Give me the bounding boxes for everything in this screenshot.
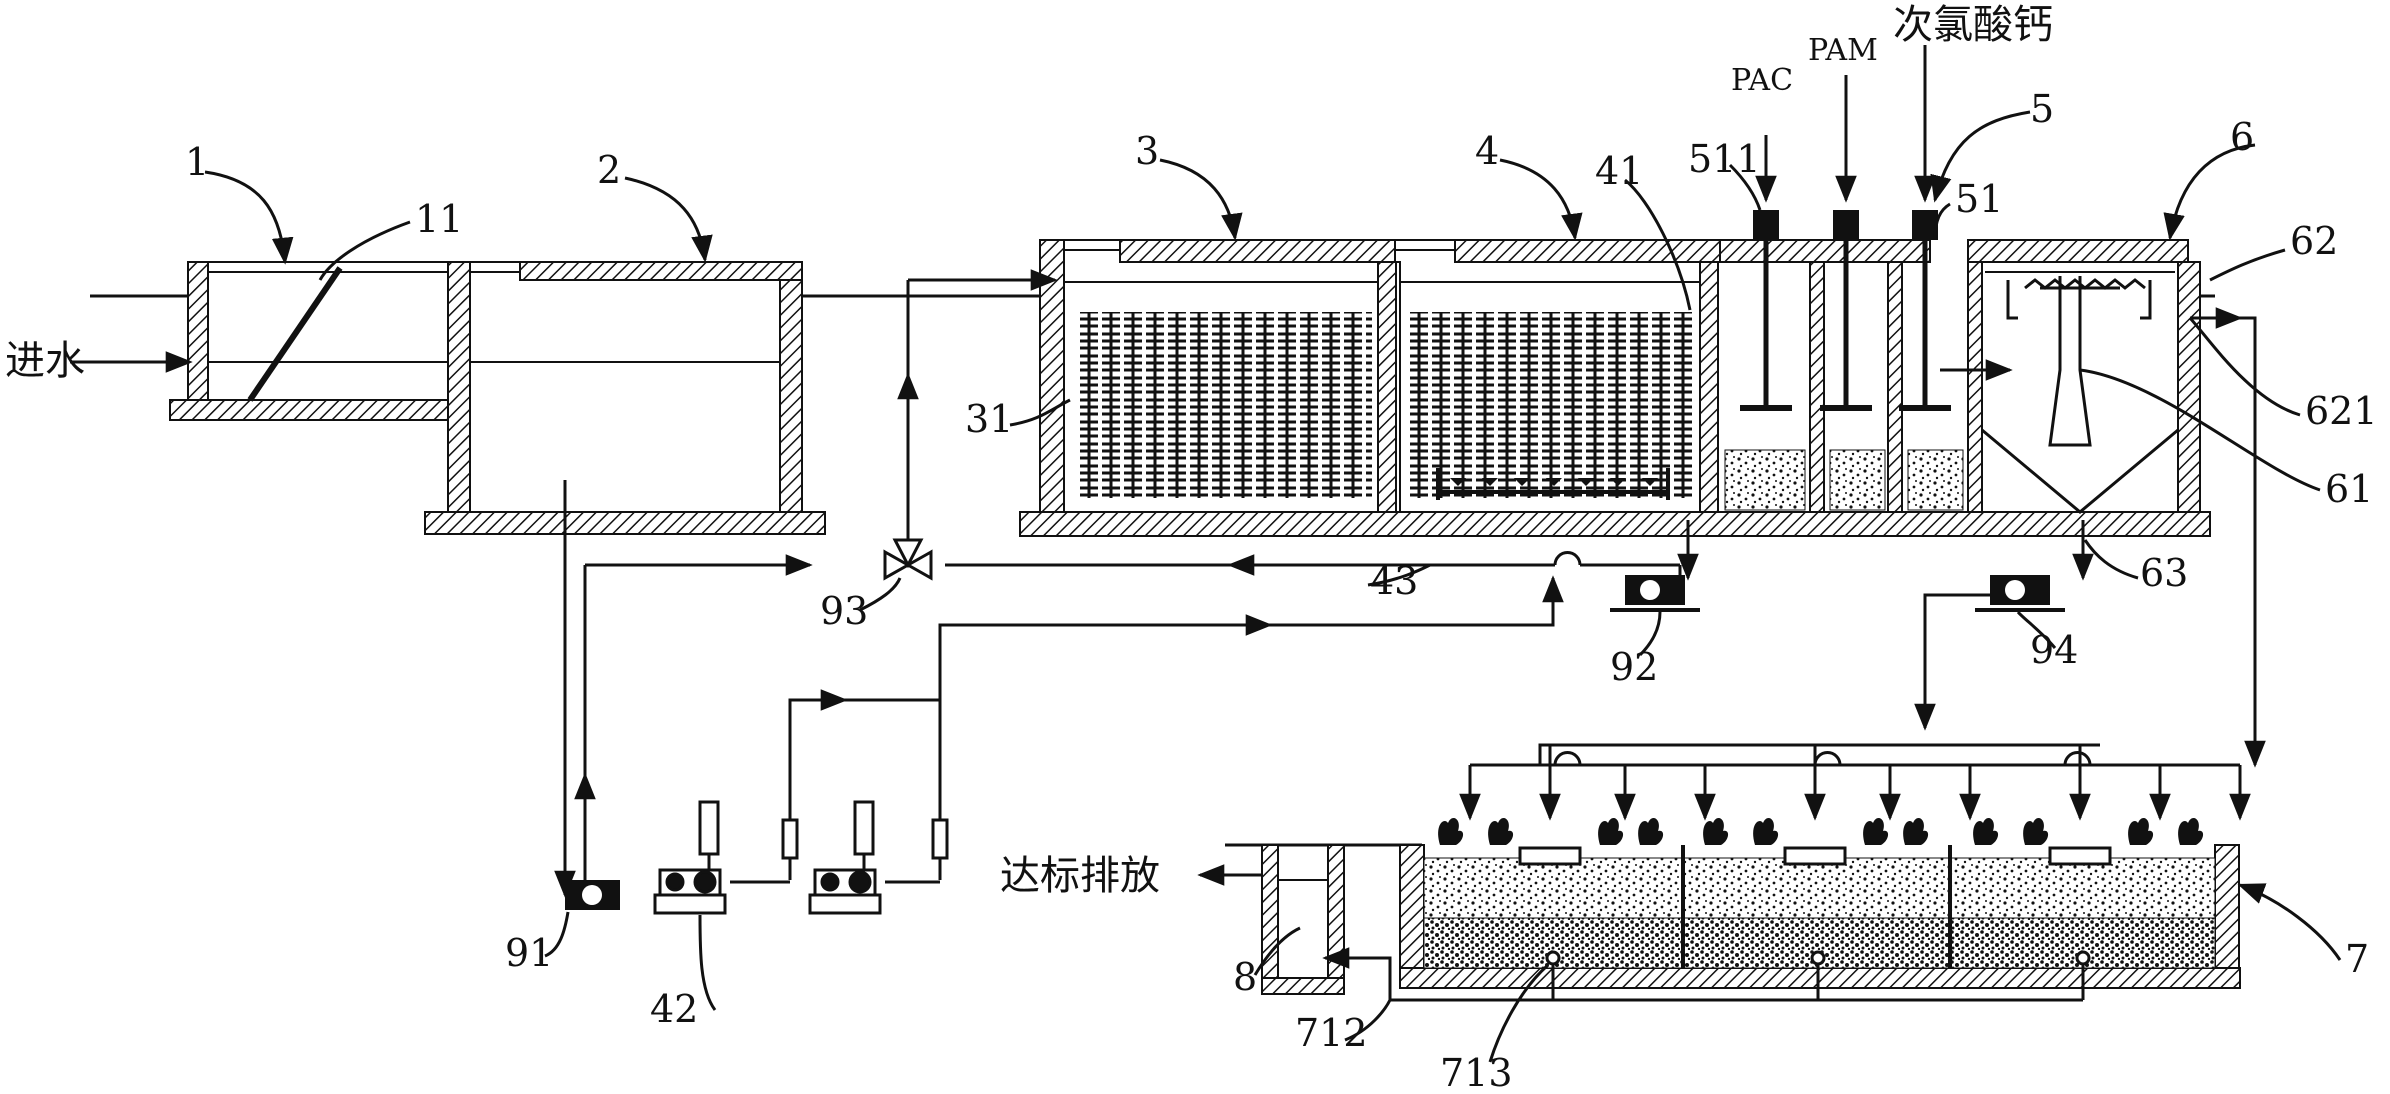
bio-tanks-3-4 xyxy=(1019,239,2211,537)
label-1: 1 xyxy=(185,140,209,184)
regulating-tank-2 xyxy=(424,261,826,535)
bio-media-31 xyxy=(1076,312,1372,498)
label-94: 94 xyxy=(2030,628,2078,672)
label-621: 621 xyxy=(2305,389,2378,433)
dosing-tanks-5 xyxy=(1719,210,1964,513)
label-43: 43 xyxy=(1370,559,1418,603)
label-511: 511 xyxy=(1688,137,1761,181)
label-93: 93 xyxy=(820,589,868,633)
pump-92 xyxy=(1610,575,1700,612)
outlet-well-8 xyxy=(1261,844,1345,995)
label-713: 713 xyxy=(1440,1051,1513,1094)
label-2: 2 xyxy=(597,148,621,192)
diffuser-marks xyxy=(1450,478,1658,486)
label-61: 61 xyxy=(2325,467,2373,511)
chemical-hypochlorite: 次氯酸钙 xyxy=(1893,2,2053,48)
label-6: 6 xyxy=(2230,115,2254,159)
mixer-1 xyxy=(1740,210,1792,411)
bar-screen xyxy=(247,266,343,402)
label-41: 41 xyxy=(1595,149,1643,193)
pump-94 xyxy=(1975,575,2065,612)
label-3: 3 xyxy=(1135,129,1159,173)
label-42: 42 xyxy=(650,987,698,1031)
label-712: 712 xyxy=(1295,1011,1368,1055)
grid-chamber-1 xyxy=(169,261,471,421)
three-way-valve-93 xyxy=(883,538,933,581)
pipes xyxy=(70,45,2266,1002)
label-63: 63 xyxy=(2140,551,2188,595)
outlet-label: 达标排放 xyxy=(1000,853,1160,899)
label-92: 92 xyxy=(1610,645,1658,689)
chemical-pac: PAC xyxy=(1731,63,1793,98)
pump-91 xyxy=(565,880,620,910)
label-91: 91 xyxy=(505,931,553,975)
leader-lines xyxy=(204,110,2342,1063)
sedimentation-tank-6 xyxy=(1967,239,2201,514)
label-7: 7 xyxy=(2345,937,2369,981)
label-4: 4 xyxy=(1475,129,1499,173)
aeration-pipe xyxy=(1436,468,1670,500)
label-31: 31 xyxy=(965,397,1013,441)
center-well xyxy=(2048,276,2092,447)
mixer-2 xyxy=(1820,210,1872,411)
blowers-42 xyxy=(653,800,949,915)
filter-unit-7 xyxy=(1399,817,2241,989)
label-51: 51 xyxy=(1955,177,2003,221)
chemical-pam: PAM xyxy=(1808,33,1878,68)
callout-labels: 1 11 2 3 31 4 41 42 43 5 51 511 6 61 62 … xyxy=(5,2,2378,1094)
label-11: 11 xyxy=(415,197,463,241)
label-62: 62 xyxy=(2290,219,2338,263)
mixer-3 xyxy=(1899,210,1951,411)
bio-media-41 xyxy=(1406,312,1696,498)
wetland-plants xyxy=(1438,817,2204,845)
label-5: 5 xyxy=(2030,87,2054,131)
inlet-label: 进水 xyxy=(5,338,85,384)
label-8: 8 xyxy=(1233,955,1257,999)
